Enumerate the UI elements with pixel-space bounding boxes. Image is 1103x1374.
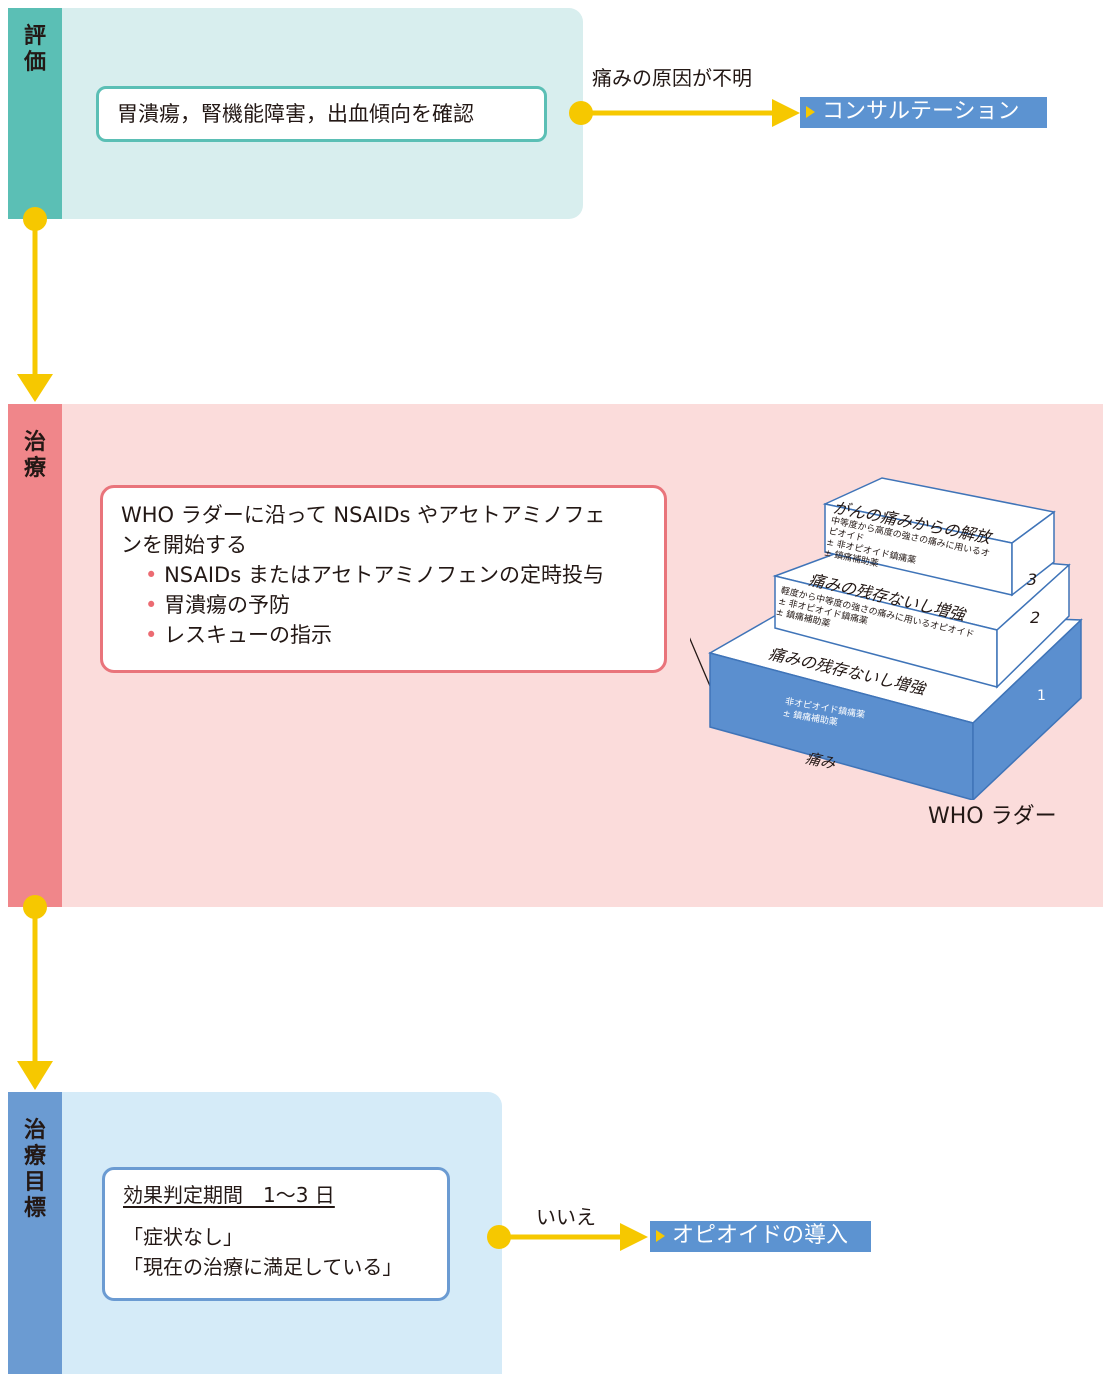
consultation-tag-label: コンサルテーション: [822, 99, 1020, 124]
step3-number: 3: [1027, 570, 1038, 589]
goal-arrow-label: いいえ: [536, 1205, 596, 1229]
treatment-box: WHO ラダーに沿って NSAIDs やアセトアミノフェ ンを開始する • NS…: [100, 485, 667, 673]
evaluation-band: [8, 8, 62, 219]
goal-line1: 「症状なし」: [123, 1225, 243, 1249]
step1-number: 1: [1037, 688, 1046, 704]
who-ladder-drawing: [690, 477, 1083, 800]
treatment-band: [8, 404, 62, 907]
treatment-label: 治療: [23, 430, 46, 481]
opioid-tag[interactable]: オピオイドの導入: [650, 1221, 871, 1252]
bullet-icon: •: [145, 623, 165, 647]
bullet-icon: •: [145, 593, 165, 617]
goal-band: [8, 1092, 62, 1374]
treatment-box-line2: ンを開始する: [121, 533, 247, 557]
list-item: • レスキューの指示: [145, 623, 333, 647]
list-item: • 胃潰瘍の予防: [145, 593, 291, 617]
who-ladder: がんの痛みからの解放 中等度から高度の強さの痛みに用いるオ ピオイド ± 非オピ…: [690, 470, 1100, 800]
opioid-tag-label: オピオイドの導入: [672, 1223, 849, 1248]
treatment-box-line1: WHO ラダーに沿って NSAIDs やアセトアミノフェ: [121, 503, 606, 527]
list-item: • NSAIDs またはアセトアミノフェンの定時投与: [145, 563, 604, 587]
evaluation-box-text: 胃潰瘍，腎機能障害，出血傾向を確認: [117, 102, 474, 126]
who-ladder-caption: WHO ラダー: [928, 804, 1057, 829]
evaluation-arrow-label: 痛みの原因が不明: [592, 66, 752, 90]
evaluation-box: 胃潰瘍，腎機能障害，出血傾向を確認: [96, 86, 547, 142]
bullet-icon: •: [145, 563, 165, 587]
goal-label: 治療 目標: [23, 1118, 46, 1221]
goal-period: 効果判定期間 1〜3 日: [123, 1183, 335, 1207]
goal-line2: 「現在の治療に満足している」: [123, 1255, 403, 1279]
triangle-icon: [656, 1230, 665, 1242]
treatment-bullet-list: • NSAIDs またはアセトアミノフェンの定時投与 • 胃潰瘍の予防 • レス…: [121, 560, 664, 650]
triangle-icon: [806, 106, 815, 118]
goal-box: 効果判定期間 1〜3 日 「症状なし」 「現在の治療に満足している」: [102, 1167, 450, 1301]
evaluation-label: 評価: [23, 24, 46, 75]
consultation-tag[interactable]: コンサルテーション: [800, 97, 1047, 128]
step2-number: 2: [1030, 608, 1041, 627]
